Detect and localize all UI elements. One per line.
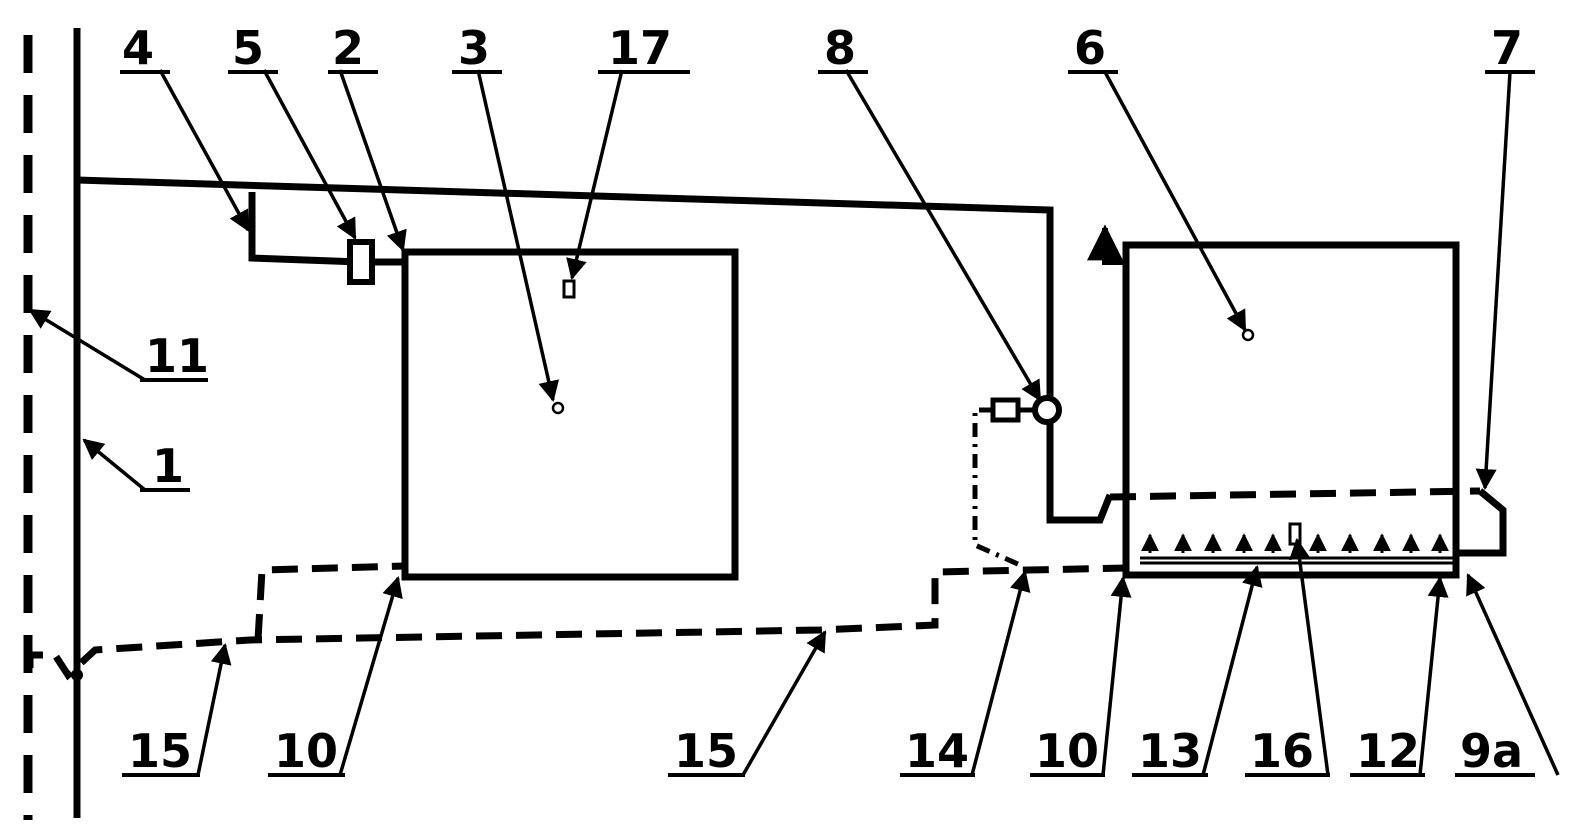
label-16: 16 <box>1250 724 1314 778</box>
label-5: 5 <box>232 21 264 75</box>
unit-3-box <box>401 248 739 581</box>
branch-from-unit-3 <box>254 562 406 641</box>
branch-line-4 <box>248 192 405 266</box>
sensor-17 <box>562 279 576 299</box>
label-15-left: 15 <box>128 724 192 778</box>
pump-motor-8 <box>990 397 1021 423</box>
label-14: 14 <box>905 724 969 778</box>
top-supply-line <box>76 176 1114 524</box>
label-7: 7 <box>1491 21 1523 75</box>
label-2: 2 <box>332 21 364 75</box>
bypass-7 <box>1456 488 1507 557</box>
label-6: 6 <box>1074 21 1106 75</box>
label-underlines <box>120 70 1535 777</box>
label-8: 8 <box>824 21 856 75</box>
label-10-right: 10 <box>1035 724 1099 778</box>
label-12: 12 <box>1356 724 1420 778</box>
label-10-left: 10 <box>274 724 338 778</box>
label-4: 4 <box>122 21 154 75</box>
return-line-15 <box>26 564 1127 681</box>
unit-6-box <box>1122 241 1460 579</box>
leader-lines <box>28 69 1560 776</box>
junction-point <box>71 669 83 681</box>
label-3: 3 <box>458 21 490 75</box>
label-11: 11 <box>145 329 209 383</box>
label-17: 17 <box>608 21 672 75</box>
label-1: 1 <box>152 439 184 493</box>
valve-5 <box>347 239 375 285</box>
label-9a: 9a <box>1460 724 1523 778</box>
center-point-6 <box>1241 328 1255 342</box>
control-line <box>972 407 1022 568</box>
exhaust-arrow <box>1087 224 1126 265</box>
internal-dashed-line <box>1109 487 1481 501</box>
label-13: 13 <box>1138 724 1202 778</box>
pump-8 <box>1032 395 1062 425</box>
label-15-middle: 15 <box>674 724 738 778</box>
upflow-arrows <box>1141 533 1449 553</box>
center-point-3 <box>551 401 565 415</box>
